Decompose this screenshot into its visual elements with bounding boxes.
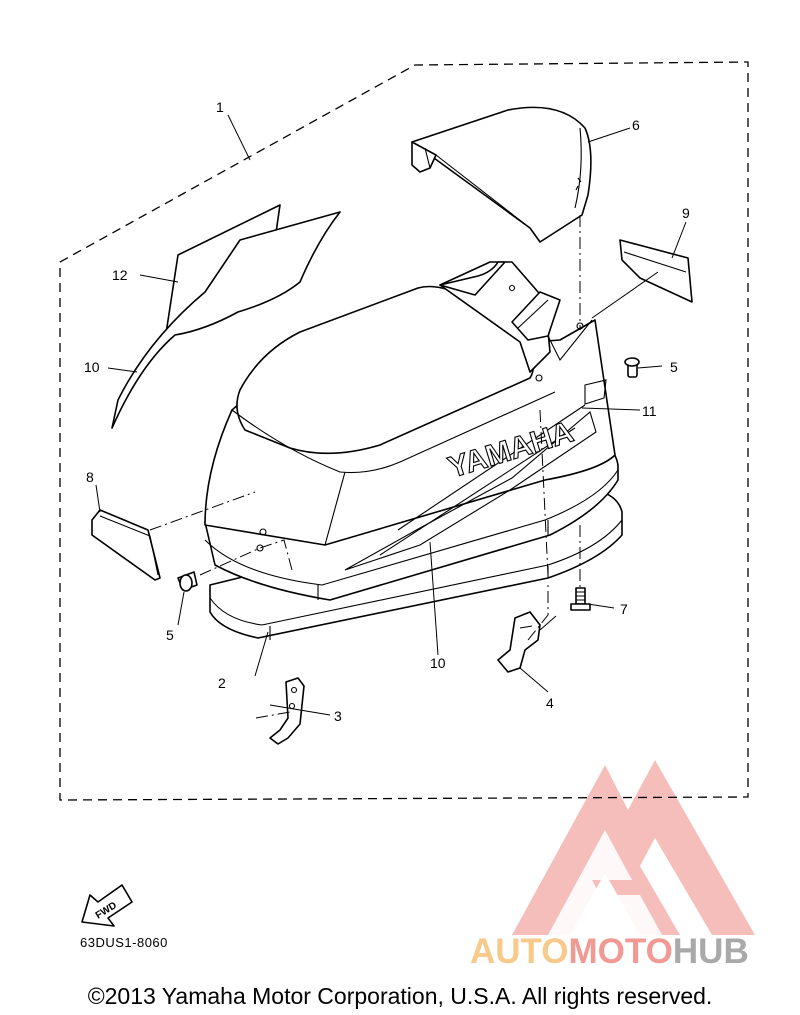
callout-8: 8 bbox=[86, 469, 94, 485]
callout-10-left: 10 bbox=[84, 359, 100, 375]
main-cowling bbox=[204, 261, 619, 601]
callout-7: 7 bbox=[620, 601, 628, 617]
watermark-auto: AUTO bbox=[470, 932, 569, 971]
callout-4: 4 bbox=[546, 695, 554, 711]
fwd-arrow-icon: FWD bbox=[81, 884, 133, 927]
part-8-plate bbox=[91, 509, 161, 581]
diagram-code: 63DUS1-8060 bbox=[80, 935, 168, 950]
callout-1: 1 bbox=[216, 99, 224, 115]
part-9-side-panel bbox=[619, 239, 693, 303]
callout-12: 12 bbox=[112, 267, 128, 283]
part-10-decal-left bbox=[111, 211, 341, 429]
leader-lines bbox=[95, 114, 687, 719]
callout-5-left: 5 bbox=[166, 627, 174, 643]
watermark-brand: AUTOMOTOHUB bbox=[470, 932, 749, 972]
assembly-boundary bbox=[59, 61, 749, 801]
watermark-moto: MOTO bbox=[568, 932, 673, 971]
part-4-bracket bbox=[497, 611, 541, 673]
callout-10-bottom: 10 bbox=[430, 655, 446, 671]
watermark-hub: HUB bbox=[672, 932, 749, 971]
part-5-screw-right bbox=[624, 357, 640, 378]
part-7-bolt bbox=[570, 587, 591, 611]
callout-11: 11 bbox=[642, 403, 657, 419]
callout-5-right: 5 bbox=[670, 359, 678, 375]
part-3-bracket bbox=[269, 677, 305, 745]
part-6-rear-cover bbox=[411, 106, 592, 243]
callout-6: 6 bbox=[632, 117, 640, 133]
callout-3: 3 bbox=[334, 708, 342, 724]
callout-9: 9 bbox=[682, 205, 690, 221]
copyright-notice: ©2013 Yamaha Motor Corporation, U.S.A. A… bbox=[87, 983, 713, 1009]
watermark-logo bbox=[512, 760, 755, 935]
callout-2: 2 bbox=[218, 675, 226, 691]
part-5-screw-left bbox=[177, 571, 198, 592]
